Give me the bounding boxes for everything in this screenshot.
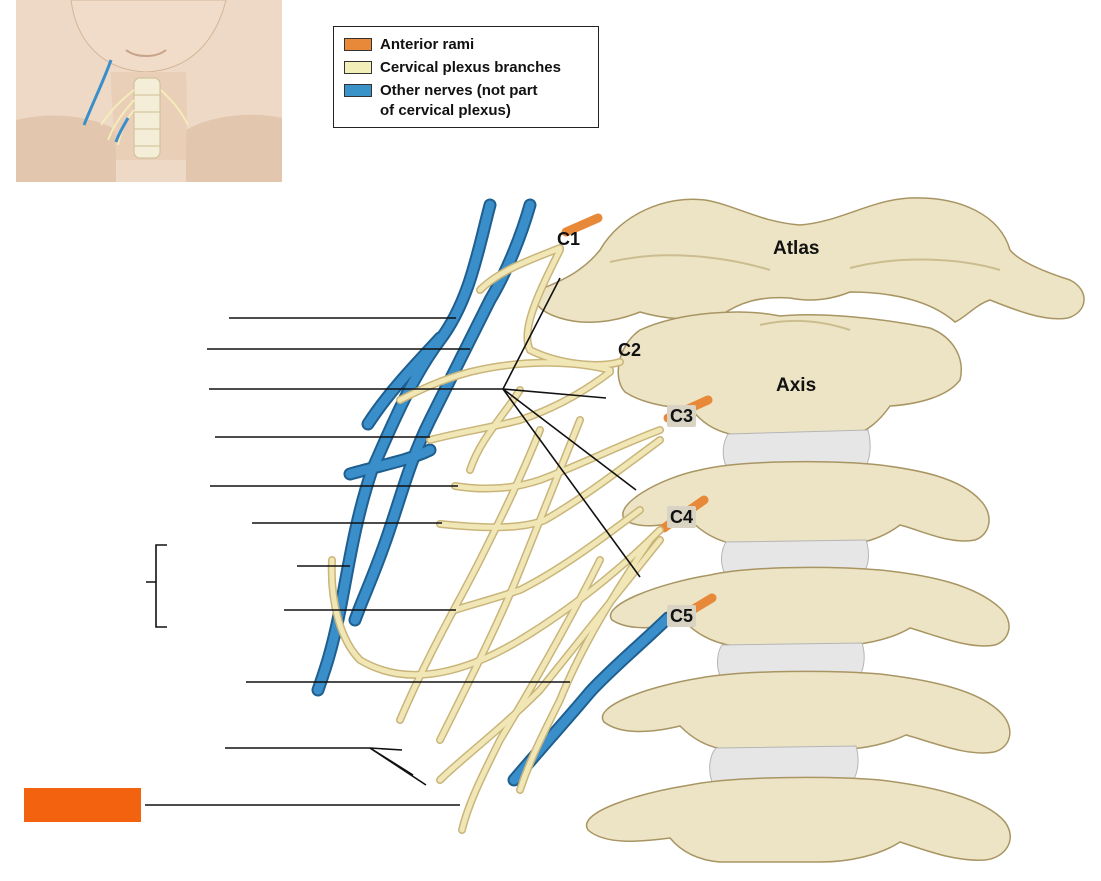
leader-line [502,277,561,390]
legend-label: Cervical plexus branches [380,59,561,76]
level-label-c3: C3 [667,405,697,427]
legend: Anterior rami Cervical plexus branches O… [333,26,599,128]
intervertebral-disc [709,745,859,783]
redacted-label-box [24,788,141,822]
leader-line [369,747,403,751]
legend-swatch [344,61,372,74]
level-label-c1: C1 [557,229,581,249]
axis-label: Axis [776,375,817,396]
legend-item-anterior-rami: Anterior rami [344,35,590,55]
leader-line [502,388,641,578]
legend-swatch [344,84,372,97]
leader-line [502,388,637,491]
legend-label: Other nerves (not part of cervical plexu… [380,82,538,119]
neck-overview-thumbnail [16,0,282,182]
c6-vertebra [585,776,1011,863]
level-label-c4: C4 [667,506,697,528]
legend-swatch [344,38,372,51]
legend-item-cervical-plexus-branches: Cervical plexus branches [344,58,590,78]
legend-label: Anterior rami [380,36,475,53]
c5-vertebra [601,670,1011,754]
cervical-plexus-branches [327,244,664,834]
atlas-vertebra [534,197,1085,323]
level-label-c5: C5 [667,605,697,627]
level-label-c2: C2 [618,340,642,360]
c3-vertebra [622,460,990,546]
c4-vertebra [609,566,1010,647]
leader-line [369,747,427,786]
intervertebral-disc [722,429,871,467]
atlas-label: Atlas [773,238,820,259]
leader-line [502,388,607,399]
vertebral-column [534,197,1085,863]
legend-item-other-nerves: Other nerves (not part of cervical plexu… [344,81,590,121]
leader-lines [145,277,641,806]
bracket [146,544,167,628]
